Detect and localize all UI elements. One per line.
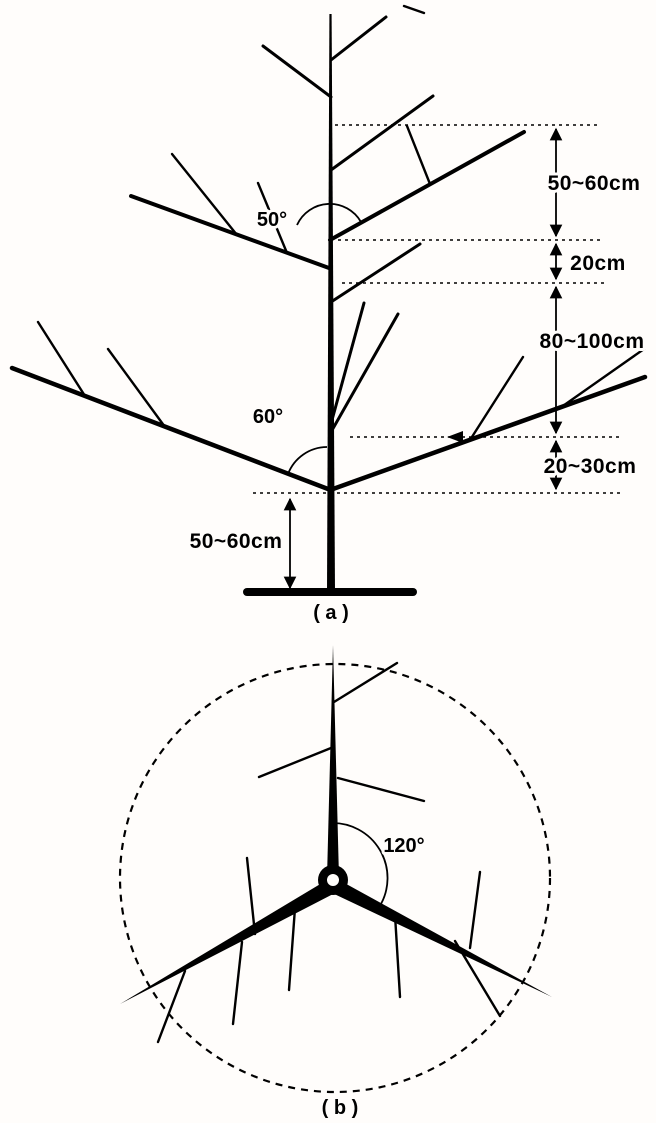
dim-label-top: 50~60cm — [548, 172, 641, 195]
twig-line — [156, 969, 187, 1044]
branch-line — [329, 312, 400, 434]
angle-label-upper: 50° — [257, 209, 287, 231]
scaffold-upper-right — [328, 130, 526, 242]
trunk-center-hole — [327, 874, 339, 886]
branch-line — [329, 242, 422, 304]
branch-line — [558, 347, 646, 410]
panel-b-caption: ( b ) — [322, 1097, 359, 1119]
guide-arrowhead — [447, 431, 463, 443]
panel-a-side-view: 50° 60° 50~60cm 20cm 80~100cm 20~30cm 50… — [9, 4, 648, 624]
panel-a-caption: ( a ) — [313, 602, 349, 624]
dimension-arrows — [283, 127, 563, 590]
dim-label-mid: 80~100cm — [539, 330, 644, 353]
branch-line — [261, 44, 333, 99]
branches-side-view — [9, 4, 648, 492]
branch-line — [106, 347, 167, 429]
angle-arc-120 — [332, 822, 389, 905]
twigs-top-view — [156, 661, 502, 1044]
branch-line — [402, 4, 426, 15]
twig-line — [453, 939, 502, 1018]
branch-line — [36, 320, 87, 398]
angle-arc-60 — [287, 446, 328, 475]
scaffold-lower-left — [9, 365, 331, 492]
scaffold-upper-left — [129, 194, 331, 270]
branch-line — [256, 181, 289, 255]
branch-line — [329, 15, 388, 62]
branch-line — [170, 152, 239, 237]
twig-line — [287, 906, 297, 992]
twig-line — [245, 856, 257, 936]
branch-line — [468, 355, 525, 442]
twig-line — [393, 913, 402, 999]
angle-label-120: 120° — [383, 835, 424, 857]
dim-label-trunk-height: 50~60cm — [190, 530, 283, 553]
angle-label-lower: 60° — [253, 406, 283, 428]
branch-line — [405, 124, 432, 186]
twig-line — [257, 746, 333, 779]
twig-line — [231, 940, 244, 1026]
dim-label-lower: 20~30cm — [544, 455, 637, 478]
height-guide-lines — [253, 124, 622, 494]
twig-line — [332, 661, 399, 704]
panel-b-top-view: 120° ( b ) — [118, 645, 552, 1119]
scaffold-lower-right-topview — [330, 880, 552, 997]
dim-label-20cm: 20cm — [570, 252, 626, 275]
scaffold-top — [327, 645, 339, 878]
angle-arc-50 — [296, 203, 362, 226]
branch-line — [329, 94, 435, 172]
twig-line — [336, 776, 426, 803]
branch-line — [330, 301, 366, 422]
canopy-dashed-circle — [118, 662, 552, 1094]
scaffold-lower-right — [330, 374, 648, 492]
scaffold-lower-left-topview — [120, 880, 337, 1004]
twig-line — [468, 870, 482, 950]
